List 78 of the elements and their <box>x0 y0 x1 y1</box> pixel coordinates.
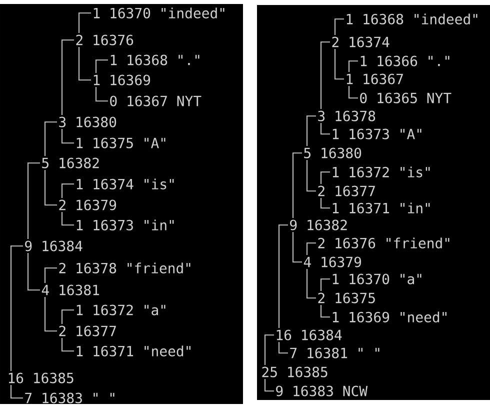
tree-node-label: 1 16368 "indeed" <box>346 14 478 24</box>
tree-connector <box>264 334 274 366</box>
tree-connector <box>27 252 40 291</box>
tree-node-label: 1 16372 "is" <box>332 166 430 178</box>
tree-node-label: 1 16373 "A" <box>332 128 422 140</box>
tree-node-label: 1 16373 "in" <box>76 220 174 230</box>
tree-connector <box>292 232 302 263</box>
tree-connector <box>320 122 330 135</box>
tree-connector <box>320 198 330 209</box>
tree-node-label: 2 16374 <box>332 36 390 48</box>
tree-connector <box>61 128 74 144</box>
tree-node-label: 3 16378 <box>318 110 376 122</box>
tree-node-label: 2 16377 <box>59 326 116 336</box>
tree-connector <box>95 59 108 74</box>
tree-connector <box>320 171 330 184</box>
tree-node-label: 3 16380 <box>59 116 116 128</box>
tree-connector <box>334 48 344 80</box>
tree-connector <box>61 309 74 324</box>
tree-node-label: 1 16367 <box>346 74 403 84</box>
tree-connector <box>320 278 330 292</box>
tree-node-label: 1 16375 "A" <box>76 138 166 148</box>
tree-connector <box>78 12 91 34</box>
tree-connector <box>10 384 23 399</box>
tree-node-label: 0 16365 NYT <box>360 92 452 104</box>
tree-connector <box>44 121 57 156</box>
tree-node-label: 1 16371 "need" <box>76 346 190 356</box>
tree-connector <box>348 86 358 99</box>
tree-connector <box>264 378 274 392</box>
tree-node-label: 7 16383 " " <box>25 392 114 404</box>
tree-connector <box>306 160 316 192</box>
tree-connector <box>320 41 330 110</box>
tree-node-label: 2 16376 "friend" <box>318 238 450 248</box>
tree-node-label: 1 16371 "in" <box>332 202 430 214</box>
tree-node-label: 1 16366 "." <box>360 56 450 66</box>
tree-node-label: 4 16379 <box>304 256 362 268</box>
tree-connector <box>10 245 23 372</box>
tree-node-label: 25 16385 <box>262 366 328 378</box>
tree-connector <box>334 18 344 36</box>
tree-connector <box>306 115 316 146</box>
tree-node-label: 1 16374 "is" <box>76 178 174 190</box>
tree-node-label: 2 16378 "friend" <box>59 262 190 274</box>
tree-connector <box>306 268 316 299</box>
tree-connector <box>278 224 288 328</box>
tree-connector <box>44 170 57 206</box>
tree-connector <box>292 152 302 218</box>
tree-node-label: 1 16370 "a" <box>332 274 422 284</box>
tree-node-label: 1 16368 "." <box>110 54 200 66</box>
tree-node-label: 2 16375 <box>318 292 375 304</box>
tree-node-label: 1 16369 "need" <box>332 312 446 322</box>
tree-node-label: 1 16370 "indeed" <box>94 8 224 18</box>
tree-connector <box>61 183 74 198</box>
tree-connector <box>95 86 108 102</box>
tree-node-label: 1 16369 <box>94 74 150 86</box>
tree-connector <box>278 342 288 354</box>
tree-node-label: 0 16367 NYT <box>110 96 202 106</box>
tree-connector <box>61 338 74 352</box>
tree-node-label: 2 16376 <box>76 34 134 46</box>
tree-node-label: 2 16377 <box>318 186 375 196</box>
tree-node-label: 4 16381 <box>42 284 100 296</box>
tree-node-label: 16 16385 <box>8 372 74 384</box>
tree-node-label: 5 16382 <box>42 158 99 168</box>
tree-connector <box>61 39 74 116</box>
tree-connector <box>78 46 91 81</box>
tree-connector <box>306 242 316 256</box>
tree-node-label: 1 16372 "a" <box>76 304 166 316</box>
tree-connector <box>61 212 74 226</box>
tree-node-label: 16 16384 <box>276 330 342 340</box>
tree-node-label: 9 16384 <box>25 240 82 252</box>
tree-node-label: 9 16382 <box>290 220 347 230</box>
tree-connector <box>348 60 358 72</box>
tree-node-label: 7 16381 " " <box>290 348 380 358</box>
tree-node-label: 5 16380 <box>304 148 362 158</box>
tree-connector <box>44 296 57 332</box>
tree-connector <box>320 304 330 318</box>
tree-node-label: 2 16379 <box>59 200 116 210</box>
tree-connector <box>44 267 57 284</box>
tree-connector <box>27 162 40 240</box>
tree-node-label: 9 16383 NCW <box>276 386 368 396</box>
